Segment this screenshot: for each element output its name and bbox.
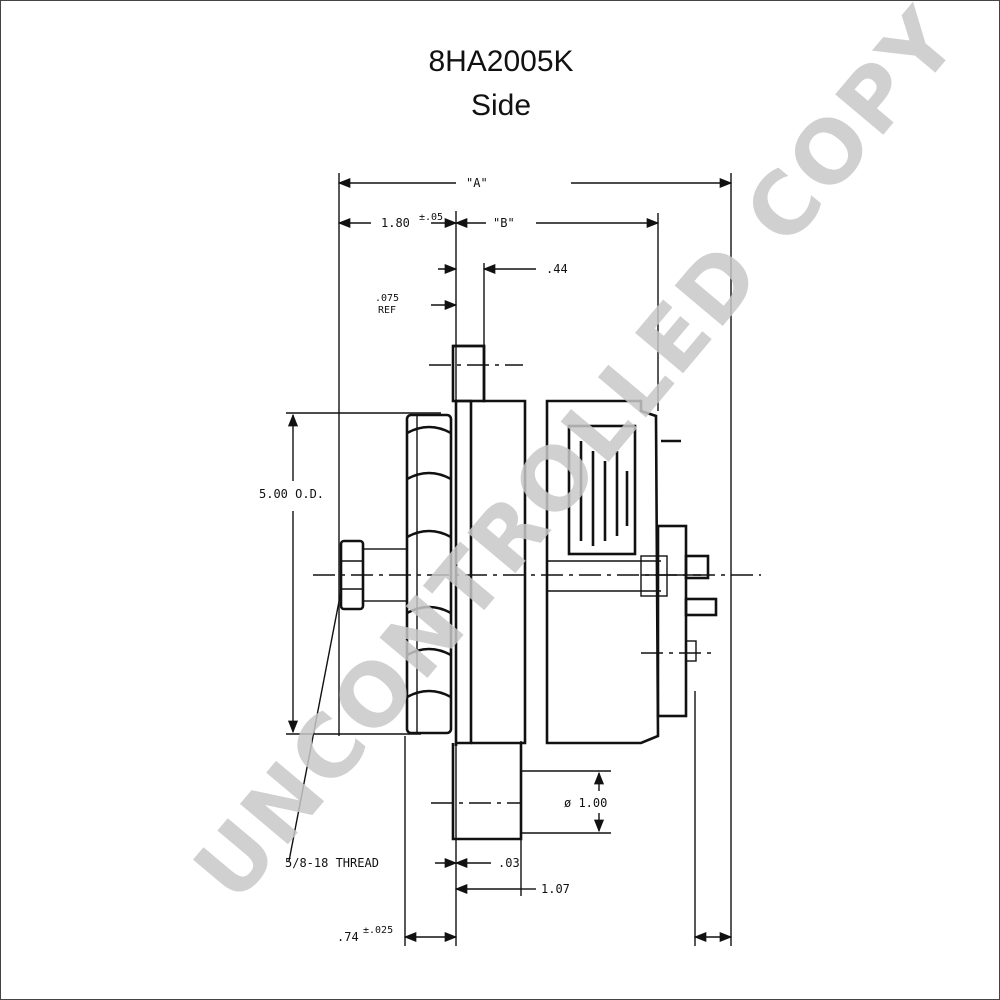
dim-075-label: .075: [375, 293, 399, 304]
dim-107-label: 1.07: [541, 882, 570, 896]
dim-044-label: .44: [546, 262, 568, 276]
dim-od-label: 5.00 O.D.: [259, 487, 324, 501]
uncontrolled-copy-watermark: UNCONTROLLED COPY: [175, 1, 978, 919]
alternator-body: [339, 344, 718, 841]
dim-003-label: .03: [498, 856, 520, 870]
part-number-title: 8HA2005K: [428, 45, 574, 78]
dimension-lines: [287, 177, 733, 943]
front-housing: [451, 344, 527, 841]
dim-180-label: 1.80: [381, 216, 410, 230]
rear-terminals: [640, 439, 718, 718]
dim-b-label: "B": [493, 216, 515, 230]
dim-180-tolerance: ±.05: [419, 212, 443, 223]
dim-075-ref: REF: [378, 305, 396, 316]
dimension-labels: "A" 1.80 ±.05 "B" .44 .075 REF 5.00 O.D.…: [259, 176, 607, 944]
thread-callout: 5/8-18 THREAD: [285, 856, 379, 870]
view-subtitle: Side: [470, 89, 532, 122]
dim-074-tolerance: ±.025: [363, 925, 393, 936]
dim-dia100-label: ø 1.00: [564, 796, 607, 810]
dim-a-label: "A": [466, 176, 488, 190]
dim-074-label: .74: [337, 930, 359, 944]
pulley: [405, 413, 453, 735]
rectifier-fins: [567, 424, 637, 556]
